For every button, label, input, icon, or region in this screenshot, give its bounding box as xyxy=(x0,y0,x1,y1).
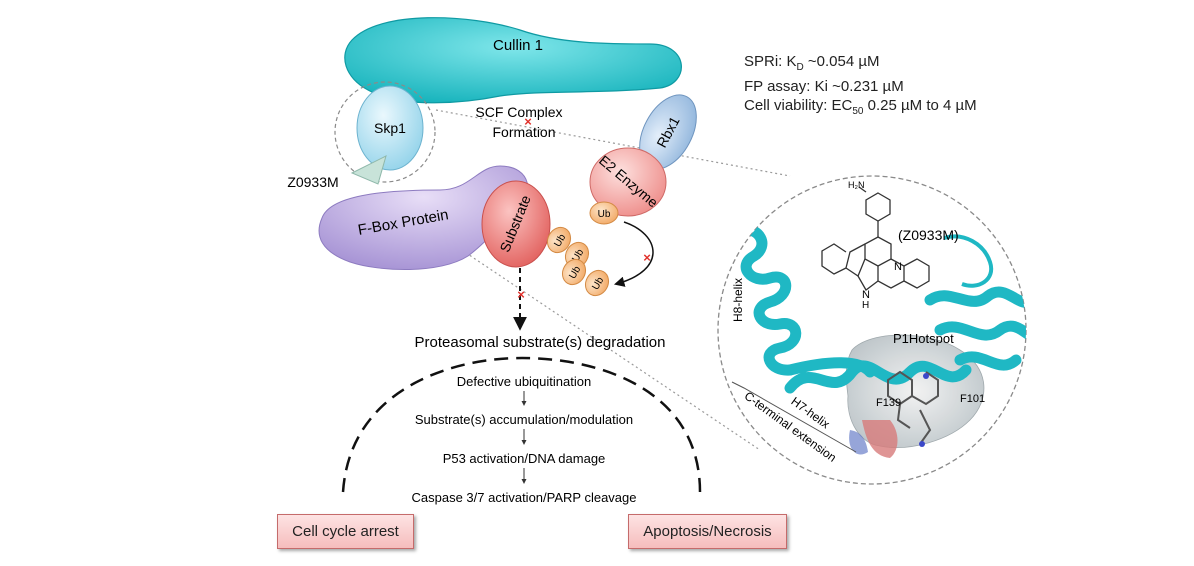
zoom-line-bottom xyxy=(419,221,761,451)
ub-transfer-arrow xyxy=(613,221,654,287)
spri-prefix: SPRi: K xyxy=(744,53,797,70)
pyridine-n-label: N xyxy=(894,261,902,273)
cell-value: 0.25 µM to 4 µM xyxy=(863,97,977,114)
cullin-1-label: Cullin 1 xyxy=(493,37,543,54)
step-substrate-accumulation: Substrate(s) accumulation/modulation xyxy=(415,412,633,427)
spri-sub: D xyxy=(796,62,804,73)
surface-acidic-patch xyxy=(862,420,898,458)
skp1-label: Skp1 xyxy=(374,120,406,136)
p1-hotspot-label: P1Hotspot xyxy=(893,331,954,346)
ub-transfer-block-mark: × xyxy=(643,250,651,265)
f101-label: F101 xyxy=(960,393,985,405)
e2-enzyme-shape xyxy=(589,147,667,217)
spri-stat: SPRi: KD ~0.054 µM xyxy=(744,52,977,77)
inhibitor-wedge xyxy=(350,155,387,185)
ubiquitin-chain: Ub Ub Ub Ub Ub xyxy=(546,201,619,297)
fp-stat: FP assay: Ki ~0.231 µM xyxy=(744,78,904,95)
cell-prefix: Cell viability: EC xyxy=(744,97,853,114)
step-caspase-activation: Caspase 3/7 activation/PARP cleavage xyxy=(412,490,637,505)
structure-inset: H₂N N N H (Z0933M) H8-helix H7-helix C-t… xyxy=(717,175,1027,485)
spri-value: ~0.054 µM xyxy=(803,53,880,70)
scf-complex-label-line2: Formation xyxy=(492,124,555,140)
pathway-arc xyxy=(341,356,702,493)
compound-name-label: (Z0933M) xyxy=(898,227,959,243)
f139-label: F139 xyxy=(876,397,901,409)
binding-stats: SPRi: KD ~0.054 µM FP assay: Ki ~0.231 µ… xyxy=(744,52,977,121)
ligand-nitrogen xyxy=(923,373,929,379)
zoom-line-top xyxy=(435,109,791,177)
step-p53-activation: P53 activation/DNA damage xyxy=(443,451,606,466)
degradation-block-mark: × xyxy=(517,287,525,302)
nh2-label: H₂N xyxy=(848,180,865,190)
outcome-apoptosis-necrosis: Apoptosis/Necrosis xyxy=(628,514,787,549)
c-terminal-bracket xyxy=(731,381,857,453)
outcome-cell-cycle-arrest: Cell cycle arrest xyxy=(277,514,414,549)
degradation-label: Proteasomal substrate(s) degradation xyxy=(415,334,666,351)
inhibitor-label: Z0933M xyxy=(287,174,338,190)
substrate-shape xyxy=(481,180,551,268)
z0933m-structure xyxy=(821,186,930,291)
skp1-shape xyxy=(356,85,424,171)
loop-region xyxy=(943,234,994,288)
surface-basic-patch xyxy=(849,430,868,455)
scf-complex-label-line1: SCF Complex xyxy=(475,104,562,120)
c-lobe-helices xyxy=(924,286,1026,371)
h8-helix-label: H8-helix xyxy=(731,278,745,322)
cell-sub: 50 xyxy=(852,106,864,117)
ligand-sticks xyxy=(887,370,939,445)
ub-label-e2: Ub xyxy=(598,209,611,220)
h7-helix-ribbon xyxy=(784,357,972,394)
ligand-nitrogen-2 xyxy=(919,441,925,447)
skp1-binding-circle xyxy=(334,81,436,183)
indole-n-label: N xyxy=(862,289,870,301)
indole-h-label: H xyxy=(862,300,869,311)
cell-viability-stat: Cell viability: EC50 0.25 µM to 4 µM xyxy=(744,96,977,121)
h8-helix-ribbon xyxy=(734,224,802,376)
step-defective-ubiquitination: Defective ubiquitination xyxy=(457,374,591,389)
binding-surface xyxy=(845,334,985,448)
scf-block-mark: × xyxy=(524,114,532,129)
